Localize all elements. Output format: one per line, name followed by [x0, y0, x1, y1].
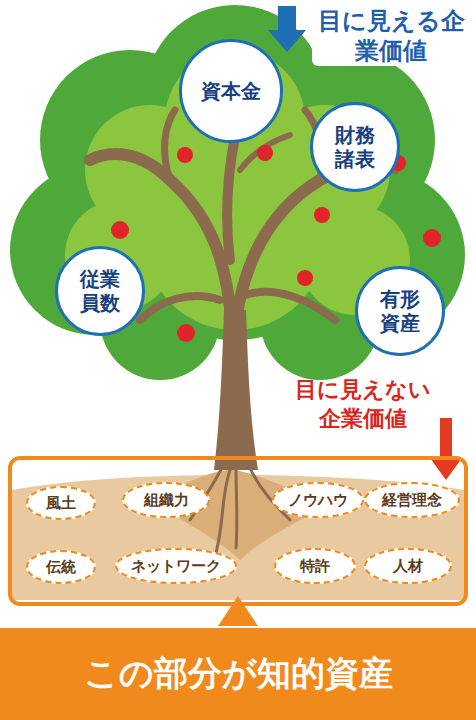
section-heading: 目に見える企業価値 [312, 6, 470, 66]
asset-oval: 経営理念 [364, 482, 460, 518]
node-text: 資本金 [201, 79, 261, 103]
roots [190, 468, 290, 560]
value-circle: 有形資産 [355, 266, 445, 356]
value-circle: 従業員数 [55, 246, 145, 336]
asset-oval: 組織力 [122, 482, 210, 518]
asset-oval: 特許 [274, 548, 356, 584]
pointer-triangle [218, 596, 258, 626]
trunk [214, 310, 258, 470]
invisible-arrow [430, 418, 462, 480]
conclusion-bar: この部分が知的資産 [0, 628, 476, 720]
apples [111, 145, 441, 342]
asset-oval: ネットワーク [115, 548, 237, 584]
section-heading: 目に見えない企業価値 [288, 376, 438, 433]
value-circle: 資本金 [179, 39, 283, 143]
node-text: 伝統 [46, 558, 76, 577]
node-text: この部分が知的資産 [84, 651, 393, 697]
asset-oval: 風土 [26, 486, 96, 520]
node-text: 従業員数 [77, 267, 123, 315]
canopy-highlight [65, 50, 410, 330]
node-text: 組織力 [144, 491, 189, 510]
node-text: 有形資産 [377, 287, 423, 335]
asset-oval: 伝統 [26, 550, 96, 584]
node-text: 特許 [300, 557, 330, 576]
node-text: 経営理念 [382, 491, 442, 510]
asset-oval: ノウハウ [272, 482, 364, 518]
node-text: ノウハウ [288, 491, 348, 510]
node-text: 人材 [393, 557, 423, 576]
asset-oval: 人材 [364, 548, 452, 584]
node-text: 財務諸表 [332, 123, 378, 171]
intangible-box: 目に見えない企業価値風土組織力ノウハウ経営理念伝統ネットワーク特許人材 [8, 456, 468, 606]
node-text: 風土 [46, 494, 76, 513]
node-text: ネットワーク [131, 557, 221, 576]
visible-arrow [268, 6, 306, 52]
value-circle: 財務諸表 [310, 102, 400, 192]
